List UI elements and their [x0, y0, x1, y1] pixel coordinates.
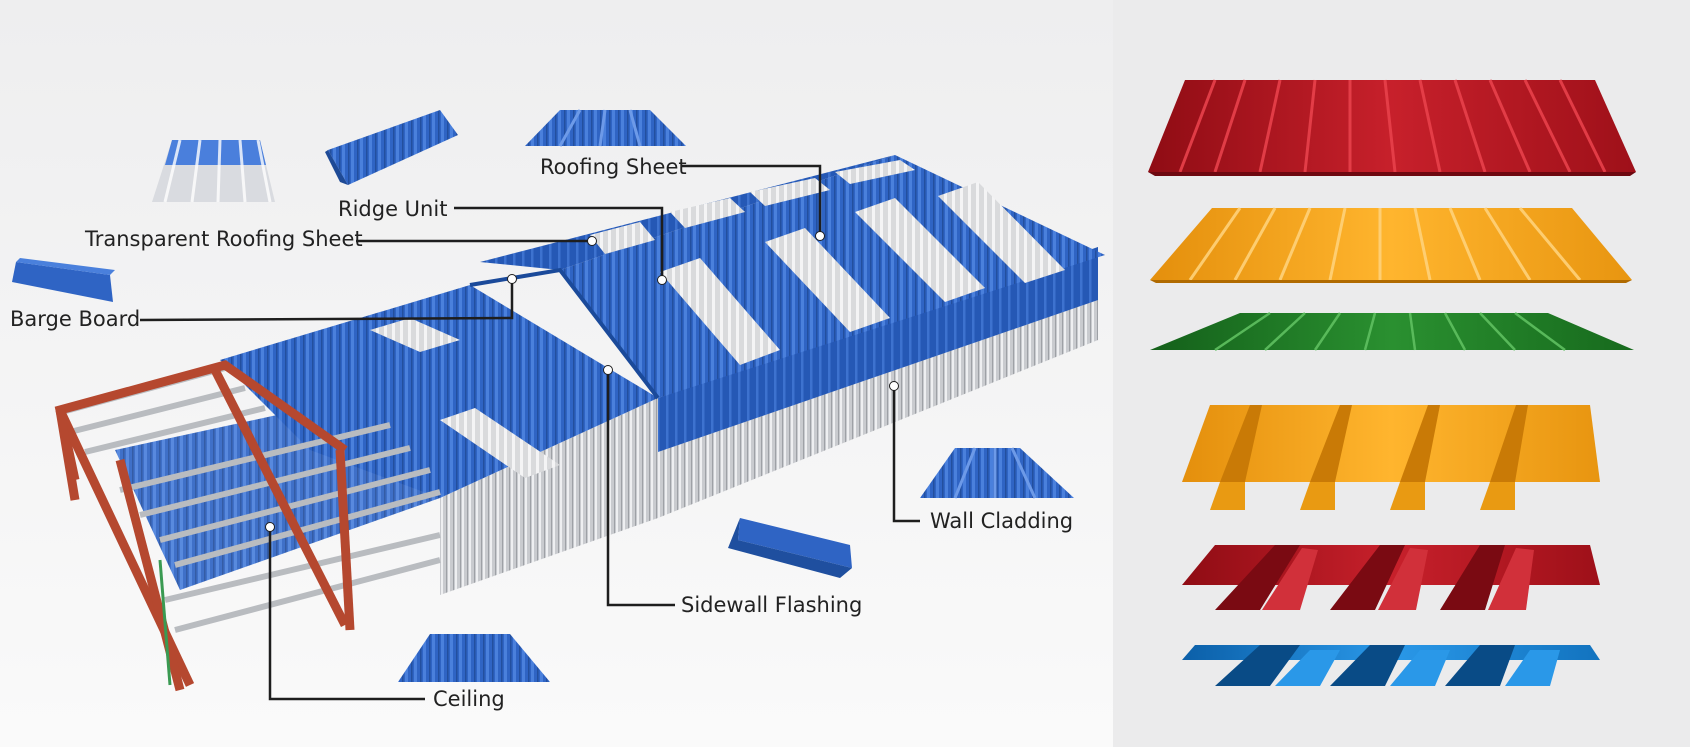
- swatch-blue-deck: [1182, 645, 1600, 686]
- leader-wall-cladding: [892, 386, 920, 523]
- skylights-main: [590, 160, 1065, 365]
- skylight-lower: [440, 408, 560, 478]
- building-illustration: [54, 155, 1105, 692]
- leader-ridge-unit: [454, 206, 664, 280]
- frame-brace: [158, 559, 172, 686]
- swatch-green-sheet: [1150, 311, 1634, 352]
- swatch-orange-deck: [1182, 405, 1600, 510]
- label-wall-cladding: Wall Cladding: [930, 509, 1074, 533]
- ridge-unit-part: [325, 110, 458, 185]
- leader-roofing-sheet: [682, 164, 822, 236]
- barge-board-part: [12, 258, 115, 302]
- label-ridge-unit: Ridge Unit: [338, 197, 448, 221]
- label-ceiling: Ceiling: [433, 687, 505, 711]
- leader-barge-board: [139, 279, 514, 322]
- label-sidewall-flashing: Sidewall Flashing: [681, 593, 863, 617]
- label-roofing-sheet: Roofing Sheet: [540, 155, 687, 179]
- leader-lines: [139, 164, 920, 701]
- swatch-red-deck: [1182, 545, 1600, 610]
- leader-dots: [265, 231, 899, 532]
- leader-sidewall-flashing: [606, 370, 675, 607]
- front-side-wall: [440, 398, 658, 595]
- main-wall-band: [658, 247, 1098, 452]
- ceiling-part: [398, 634, 550, 682]
- swatch-orange-sheet: [1150, 207, 1632, 283]
- label-barge-board: Barge Board: [10, 307, 141, 331]
- sidewall-flashing-part: [728, 518, 852, 578]
- wall-cladding-part: [920, 447, 1074, 499]
- leader-ceiling: [268, 527, 425, 701]
- profile-swatches: [1148, 79, 1636, 686]
- transparent-sheet-part: [152, 139, 275, 203]
- roofing-sheet-part: [525, 109, 686, 147]
- steel-frame: [54, 360, 355, 692]
- label-transparent-roofing-sheet: Transparent Roofing Sheet: [85, 227, 363, 251]
- ridge-line: [469, 267, 660, 400]
- skylight-lower-2: [370, 318, 460, 352]
- swatch-red-sheet: [1148, 79, 1636, 176]
